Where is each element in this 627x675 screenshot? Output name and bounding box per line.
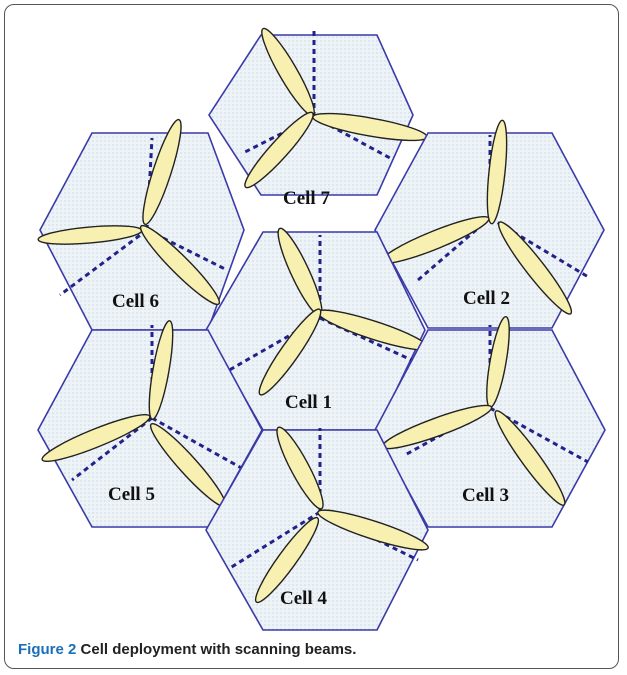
cell-2-beam bbox=[497, 221, 573, 315]
caption-text: Cell deployment with scanning beams. bbox=[80, 641, 357, 658]
cell-3-beam bbox=[494, 410, 566, 506]
cell-4-beams bbox=[254, 426, 429, 604]
cell-6-beams bbox=[37, 118, 221, 306]
cell-5-beam bbox=[148, 320, 174, 420]
cell-4-beam bbox=[276, 426, 324, 510]
cell-2: Cell 2 bbox=[374, 119, 605, 329]
cell-5-label: Cell 5 bbox=[108, 484, 155, 505]
cell-1: Cell 1 bbox=[205, 227, 429, 431]
cell-6-beam bbox=[142, 118, 182, 226]
cell-7-beam bbox=[244, 111, 314, 189]
cell-2-beams bbox=[380, 119, 573, 315]
cell-5: Cell 5 bbox=[37, 320, 263, 528]
cell-7: Cell 7 bbox=[208, 27, 428, 209]
cell-4: Cell 4 bbox=[205, 426, 429, 631]
cell-6-beam bbox=[139, 224, 221, 306]
cell-1-beams bbox=[258, 227, 429, 396]
figure-caption: Figure 2 Cell deployment with scanning b… bbox=[18, 641, 356, 658]
cell-1-label: Cell 1 bbox=[285, 392, 332, 413]
caption-label: Figure 2 bbox=[18, 641, 77, 658]
cell-3-beams bbox=[381, 315, 566, 506]
cell-5-beam bbox=[41, 414, 151, 462]
cell-7-beams bbox=[244, 27, 428, 189]
cell-6: Cell 6 bbox=[37, 118, 245, 331]
cell-4-beam bbox=[254, 516, 320, 604]
cell-3: Cell 3 bbox=[374, 315, 606, 528]
cell-4-beam bbox=[317, 509, 429, 551]
cell-3-label: Cell 3 bbox=[462, 485, 509, 506]
cell-1-beam bbox=[258, 308, 322, 396]
cell-2-label: Cell 2 bbox=[463, 288, 510, 309]
cell-7-label: Cell 7 bbox=[283, 188, 330, 209]
cell-2-beam bbox=[486, 119, 508, 225]
cell-4-label: Cell 4 bbox=[280, 588, 327, 609]
cell-5-beams bbox=[41, 320, 227, 508]
cell-4-hexagon bbox=[205, 429, 429, 631]
cell-6-label: Cell 6 bbox=[112, 291, 159, 312]
